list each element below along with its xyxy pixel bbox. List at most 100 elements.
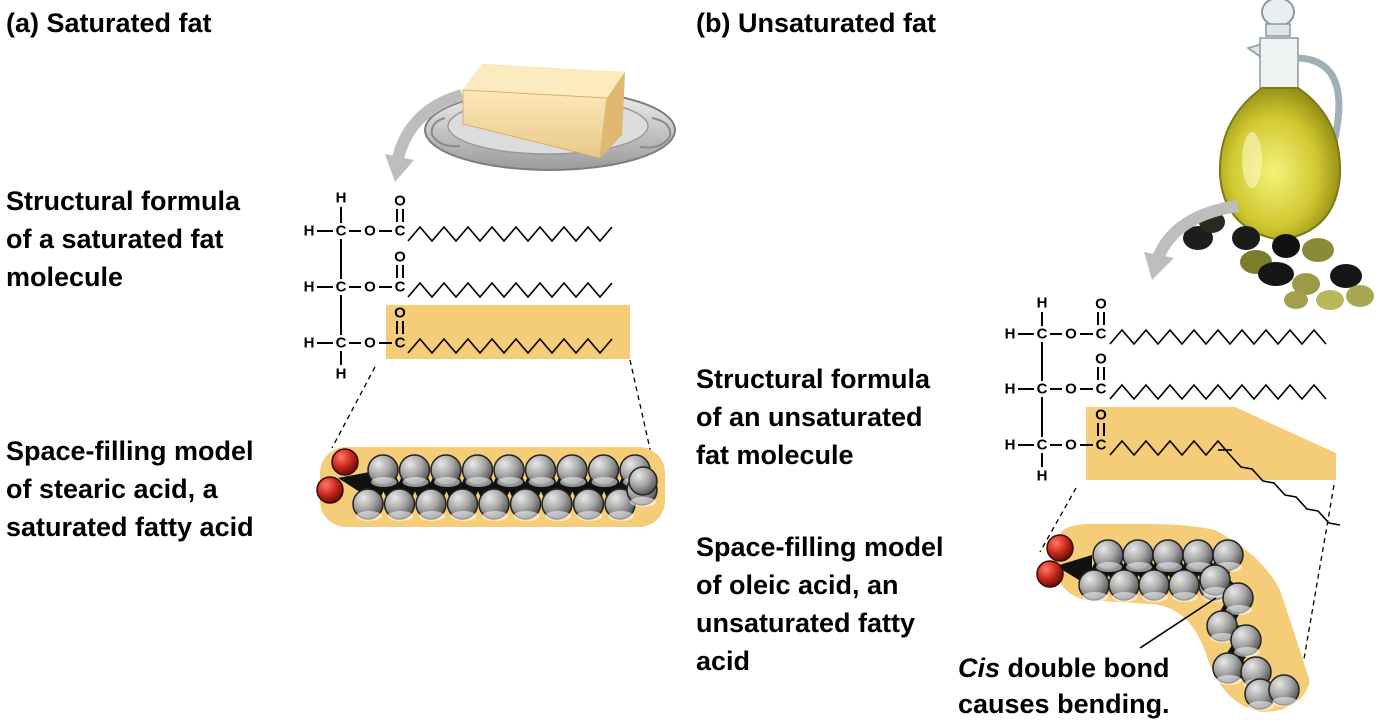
- stearic-hydrogen-hint-8: [482, 511, 508, 521]
- cis-double-bond-callout: Cis double bond causes bending.: [958, 653, 1170, 719]
- formula-a-atom-c-0: C: [336, 223, 347, 240]
- arrow-head-a: [385, 154, 414, 182]
- formula-a-atom-o-1: O: [364, 279, 376, 296]
- formula-a-atom-carbonyl-c-0: C: [395, 223, 406, 240]
- fatty-acid-chain-a-2: [407, 337, 613, 355]
- formula-a-atom-c-2: C: [336, 335, 347, 352]
- zoom-line-a-left: [331, 366, 376, 449]
- formula-b-atom-o-2: O: [1065, 437, 1077, 454]
- oleic-hydrogen-hint-16: [1248, 701, 1274, 711]
- stearic-hydrogen-hint-18: [630, 497, 656, 507]
- arrow-head-b: [1144, 252, 1174, 280]
- formula-a-atom-h-bottom: H: [336, 366, 347, 383]
- fatty-acid-chain-b-0: [1109, 328, 1327, 346]
- stearic-oxygen-top: [331, 448, 359, 476]
- zoom-line-b-right: [1299, 484, 1335, 683]
- stearic-hydrogen-hint-0: [356, 511, 382, 521]
- formula-a-atom-carbonyl-o-2: O: [394, 305, 406, 322]
- stearic-hydrogen-hint-2: [387, 511, 414, 521]
- fatty-acid-chain-b-1: [1109, 383, 1327, 401]
- formula-b-atom-h-2: H: [1005, 437, 1016, 454]
- oleic-hydrogen-hint-6: [1172, 592, 1198, 602]
- oleic-hydrogen-hint-0: [1082, 592, 1108, 602]
- formula-a-atom-h-2: H: [304, 335, 315, 352]
- formula-a-atom-h-1: H: [304, 279, 315, 296]
- formula-b-atom-c-2: C: [1037, 437, 1048, 454]
- oleic-hydrogen-hint-17: [1272, 697, 1298, 707]
- formula-b-atom-carbonyl-o-1: O: [1095, 351, 1107, 368]
- formula-a-atom-carbonyl-o-1: O: [394, 249, 406, 266]
- oleic-hydrogen-hint-1: [1096, 562, 1122, 572]
- structural-formula-label-a: Structural formula of a saturated fat mo…: [6, 186, 241, 292]
- oleic-oxygen-top: [1046, 534, 1074, 562]
- oleic-hydrogen-hint-14: [1216, 675, 1242, 685]
- stearic-hydrogen-hint-3: [402, 477, 429, 487]
- arrow-butter-to-formula: [392, 89, 464, 160]
- panel-b-title: (b) Unsaturated fat: [696, 8, 937, 38]
- stearic-hydrogen-hint-16: [608, 511, 634, 521]
- olive-oil-illustration: [1183, 0, 1374, 310]
- stearic-terminal-carbon: [628, 466, 658, 496]
- zoom-line-a-right: [629, 359, 653, 459]
- formula-a-atom-h-0: H: [304, 223, 315, 240]
- highlight-box-b: [1086, 407, 1336, 480]
- formula-a-atom-h-top: H: [336, 190, 347, 207]
- formula-b-atom-h-0: H: [1005, 326, 1016, 343]
- formula-b-atom-c-1: C: [1037, 381, 1048, 398]
- oleic-oxygen-bottom: [1036, 560, 1064, 588]
- oleic-acid-space-filling-model: [1036, 524, 1310, 712]
- zoom-line-b-left: [1039, 487, 1077, 553]
- fatty-acid-chain-a-1: [407, 281, 613, 299]
- highlight-box-a: [386, 305, 630, 359]
- space-filling-label-b: Space-filling model of oleic acid, an un…: [696, 532, 944, 676]
- formula-b-atom-o-0: O: [1065, 326, 1077, 343]
- stearic-hydrogen-hint-9: [497, 477, 523, 487]
- structural-formula-label-b: Structural formula of an unsaturated fat…: [696, 364, 931, 470]
- oleic-hydrogen-hint-3: [1126, 562, 1152, 572]
- formula-b-atom-carbonyl-o-2: O: [1095, 407, 1107, 424]
- formula-a-atom-o-0: O: [364, 223, 376, 240]
- formula-b-atom-h-bottom: H: [1037, 468, 1048, 485]
- stearic-oxygen-bottom: [316, 476, 344, 504]
- oleic-hydrogen-hint-11: [1226, 605, 1252, 615]
- oleic-hydrogen-hint-2: [1112, 592, 1138, 602]
- formula-b-atom-carbonyl-c-0: C: [1096, 326, 1107, 343]
- panel-a-title: (a) Saturated fat: [6, 8, 212, 38]
- stearic-hydrogen-hint-11: [528, 477, 555, 487]
- stearic-hydrogen-hint-14: [576, 511, 603, 521]
- butter-dish-illustration: [424, 64, 676, 171]
- cis-word: Cis: [958, 653, 1001, 683]
- formula-b-atom-o-1: O: [1065, 381, 1077, 398]
- oleic-hydrogen-hint-10: [1203, 587, 1229, 597]
- formula-a-atom-o-2: O: [364, 335, 376, 352]
- formula-a-atom-carbonyl-c-1: C: [395, 279, 406, 296]
- formula-b-atom-c-0: C: [1037, 326, 1048, 343]
- oleic-hydrogen-hint-4: [1142, 592, 1168, 602]
- formula-b-atom-carbonyl-c-2: C: [1096, 437, 1107, 454]
- stearic-hydrogen-hint-5: [434, 477, 460, 487]
- formula-b-atom-h-top: H: [1037, 295, 1048, 312]
- stearic-hydrogen-hint-6: [450, 511, 477, 521]
- callout-leader-line: [1139, 597, 1217, 649]
- oleic-hydrogen-hint-5: [1156, 562, 1182, 572]
- formula-a-atom-c-1: C: [336, 279, 347, 296]
- oleic-hydrogen-hint-13: [1234, 647, 1260, 657]
- stearic-hydrogen-hint-10: [513, 511, 540, 521]
- formula-b-atom-carbonyl-o-0: O: [1095, 296, 1107, 313]
- stearic-hydrogen-hint-15: [591, 477, 618, 487]
- formula-a-atom-carbonyl-o-0: O: [394, 193, 406, 210]
- formula-b-atom-carbonyl-c-1: C: [1096, 381, 1107, 398]
- formula-a-atom-carbonyl-c-2: C: [395, 335, 406, 352]
- stearic-hydrogen-hint-7: [465, 477, 492, 487]
- fatty-acid-chain-b-2-bent: [1109, 439, 1341, 526]
- formula-b-atom-h-1: H: [1005, 381, 1016, 398]
- fatty-acid-chain-a-0: [407, 225, 613, 243]
- oleic-hydrogen-hint-12: [1210, 633, 1236, 643]
- arrow-oil-to-formula: [1152, 200, 1239, 261]
- stearic-hydrogen-hint-1: [371, 477, 397, 487]
- stearic-hydrogen-hint-13: [560, 477, 586, 487]
- stearic-acid-space-filling-model: [316, 447, 665, 527]
